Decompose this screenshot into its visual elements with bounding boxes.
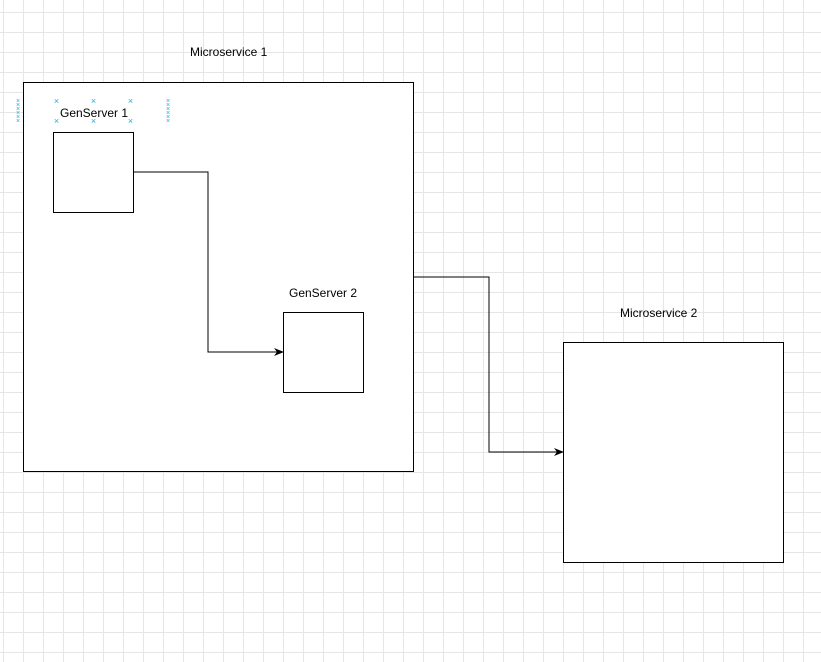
x-handle-icon[interactable]: × bbox=[53, 116, 60, 126]
x-handle-icon[interactable]: × bbox=[127, 116, 134, 126]
microservice-1-label[interactable]: Microservice 1 bbox=[190, 45, 268, 59]
microservice-2-box[interactable] bbox=[563, 342, 784, 563]
edge-microservice-1-to-microservice-2[interactable] bbox=[414, 276, 564, 456]
genserver-2-box[interactable] bbox=[283, 312, 364, 393]
edge-genserver-1-to-genserver-2[interactable] bbox=[134, 171, 284, 356]
genserver-1-label[interactable]: GenServer 1 bbox=[60, 106, 129, 120]
x-handle-icon[interactable]: ×××××× bbox=[165, 98, 171, 125]
genserver-2-label[interactable]: GenServer 2 bbox=[289, 286, 358, 300]
microservice-2-label[interactable]: Microservice 2 bbox=[620, 306, 698, 320]
x-handle-icon[interactable]: × bbox=[53, 96, 60, 106]
x-handle-icon[interactable]: ×××××× bbox=[15, 98, 21, 125]
genserver-1-box[interactable] bbox=[53, 132, 134, 213]
x-handle-icon[interactable]: × bbox=[127, 96, 134, 106]
x-handle-icon[interactable]: × bbox=[90, 96, 97, 106]
x-handle-icon[interactable]: × bbox=[90, 116, 97, 126]
